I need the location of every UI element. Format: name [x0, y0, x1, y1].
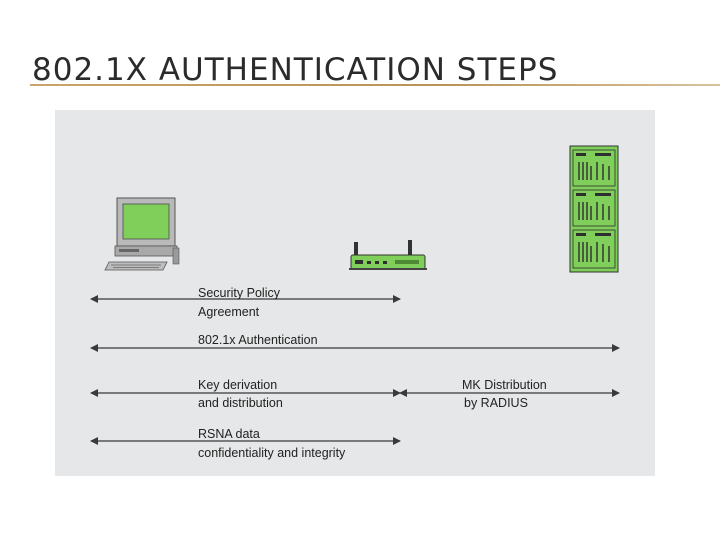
desktop-computer-icon	[104, 197, 180, 271]
key-derivation-label-line2: and distribution	[198, 396, 283, 410]
authentication-label: 802.1x Authentication	[198, 333, 318, 347]
wireless-access-point-icon	[349, 240, 427, 270]
slide-title: 802.1X AUTHENTICATION STEPS	[32, 52, 559, 88]
server-rack-icon	[569, 145, 619, 273]
mk-distribution-label-line1: MK Distribution	[462, 378, 547, 392]
rsna-data-label-line2: confidentiality and integrity	[198, 446, 346, 460]
title-underline	[30, 84, 720, 86]
rsna-data-label-line1: RSNA data	[198, 427, 260, 441]
diagram-canvas	[90, 145, 620, 445]
key-derivation-label-line1: Key derivation	[198, 378, 278, 392]
security-policy-label-line2: Agreement	[198, 305, 260, 319]
mk-distribution-label-line2: by RADIUS	[464, 396, 528, 410]
security-policy-label-line1: Security Policy	[198, 286, 280, 300]
authentication-diagram: Security Policy Agreement 802.1x Authent…	[55, 110, 655, 476]
